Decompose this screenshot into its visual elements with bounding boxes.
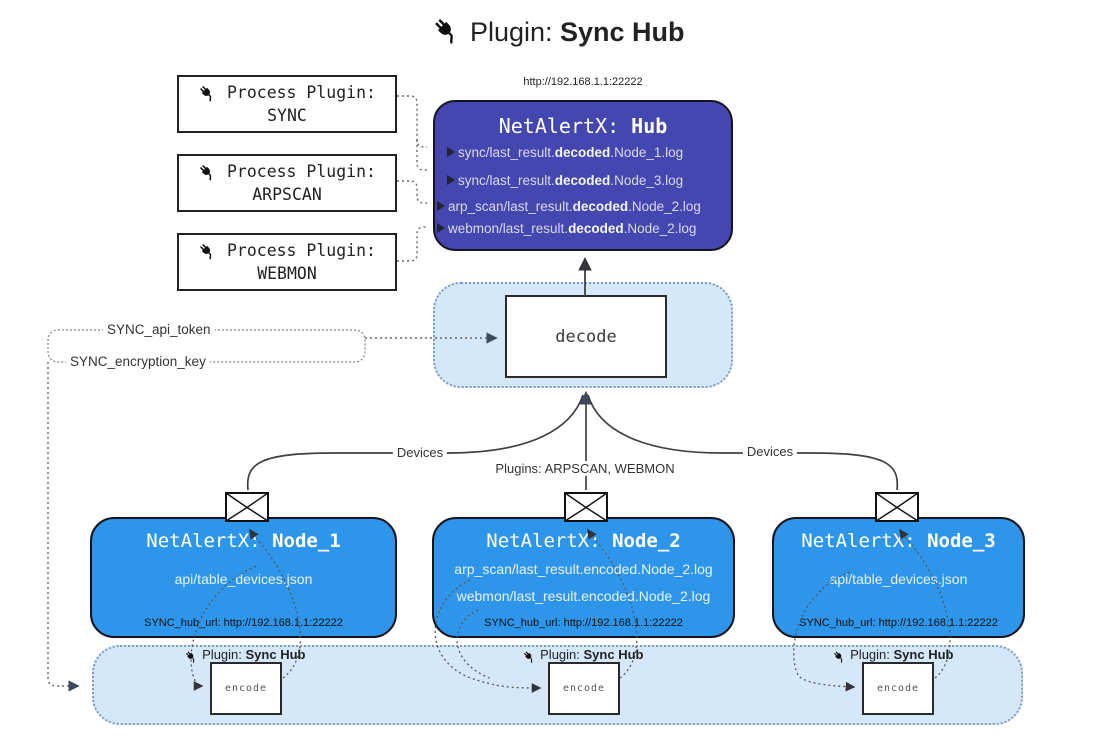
process-plugin-arpscan-box: Process Plugin: ARPSCAN [177,154,397,212]
node-hub-url: SYNC_hub_url: http://192.168.1.1:22222 [144,617,343,629]
node-3-box: NetAlertX: Node_3 api/table_devices.json… [772,517,1025,638]
process-plugin-webmon-box: Process Plugin: WEBMON [177,233,397,291]
encode-box-2: encode [548,662,620,715]
node-line: arp_scan/last_result.encoded.Node_2.log [454,561,713,577]
node-2-box: NetAlertX: Node_2 arp_scan/last_result.e… [432,517,735,638]
plug-icon [185,650,199,664]
encode-box-1: encode [210,662,282,715]
hub-title: NetAlertX: Hub [435,114,731,138]
node-hub-url: SYNC_hub_url: http://192.168.1.1:22222 [799,617,998,629]
node-line: api/table_devices.json [829,571,968,587]
hub-log-line: webmon/last_result.decoded.Node_2.log [435,220,733,236]
devices-left-label: Devices [392,445,448,460]
plug-icon [198,84,217,103]
hub-title-pre: NetAlertX: [498,114,632,138]
plug-icon [523,650,537,664]
process-plugin-label: Process Plugin: [226,162,376,181]
arrowhead-icon [447,175,455,185]
process-plugin-label: Process Plugin: [226,83,376,102]
decode-box: decode [505,295,667,378]
process-plugin-label: Process Plugin: [226,241,376,260]
sync-encryption-key-label: SYNC_encryption_key [66,354,210,369]
plug-icon [198,242,217,261]
plug-icon [432,16,462,46]
process-plugin-sync-box: Process Plugin: SYNC [177,75,397,133]
arrowhead-icon [437,223,445,233]
plugin-to-hub-connectors [397,95,427,262]
process-plugin-name: WEBMON [257,264,317,283]
hub-url-label: http://192.168.1.1:22222 [523,76,643,88]
page-title-bold: Sync Hub [560,17,685,47]
hub-log-line: sync/last_result.decoded.Node_1.log [435,144,743,160]
node-line: api/table_devices.json [174,571,313,587]
plug-icon [833,650,847,664]
page-title: Plugin: Sync Hub [0,16,1117,48]
hub-log-line: arp_scan/last_result.decoded.Node_2.log [435,198,733,214]
node-title: NetAlertX: Node_2 [486,530,681,552]
page-title-pre: Plugin: [469,17,561,47]
node-title: NetAlertX: Node_1 [146,530,341,552]
sync-api-token-label: SYNC_api_token [103,322,215,337]
devices-right-label: Devices [742,444,798,459]
process-plugin-name: ARPSCAN [252,185,322,204]
plug-icon [198,163,217,182]
node-line: webmon/last_result.encoded.Node_2.log [456,588,711,604]
hub-title-bold: Hub [631,114,668,138]
plugins-mid-label: Plugins: ARPSCAN, WEBMON [491,461,679,476]
arrowhead-icon [437,201,445,211]
encode-box-3: encode [862,662,934,715]
encode-plugin-label: Plugin: Sync Hub [185,647,305,664]
arrowhead-icon [447,147,455,157]
hub-box: NetAlertX: Hub sync/last_result.decoded.… [433,100,733,251]
encode-plugin-label: Plugin: Sync Hub [523,647,643,664]
encode-plugin-label: Plugin: Sync Hub [833,647,953,664]
node-hub-url: SYNC_hub_url: http://192.168.1.1:22222 [484,617,683,629]
process-plugin-name: SYNC [267,106,307,125]
hub-log-line: sync/last_result.decoded.Node_3.log [435,172,743,188]
node-1-box: NetAlertX: Node_1 api/table_devices.json… [90,517,397,638]
node-title: NetAlertX: Node_3 [801,530,996,552]
